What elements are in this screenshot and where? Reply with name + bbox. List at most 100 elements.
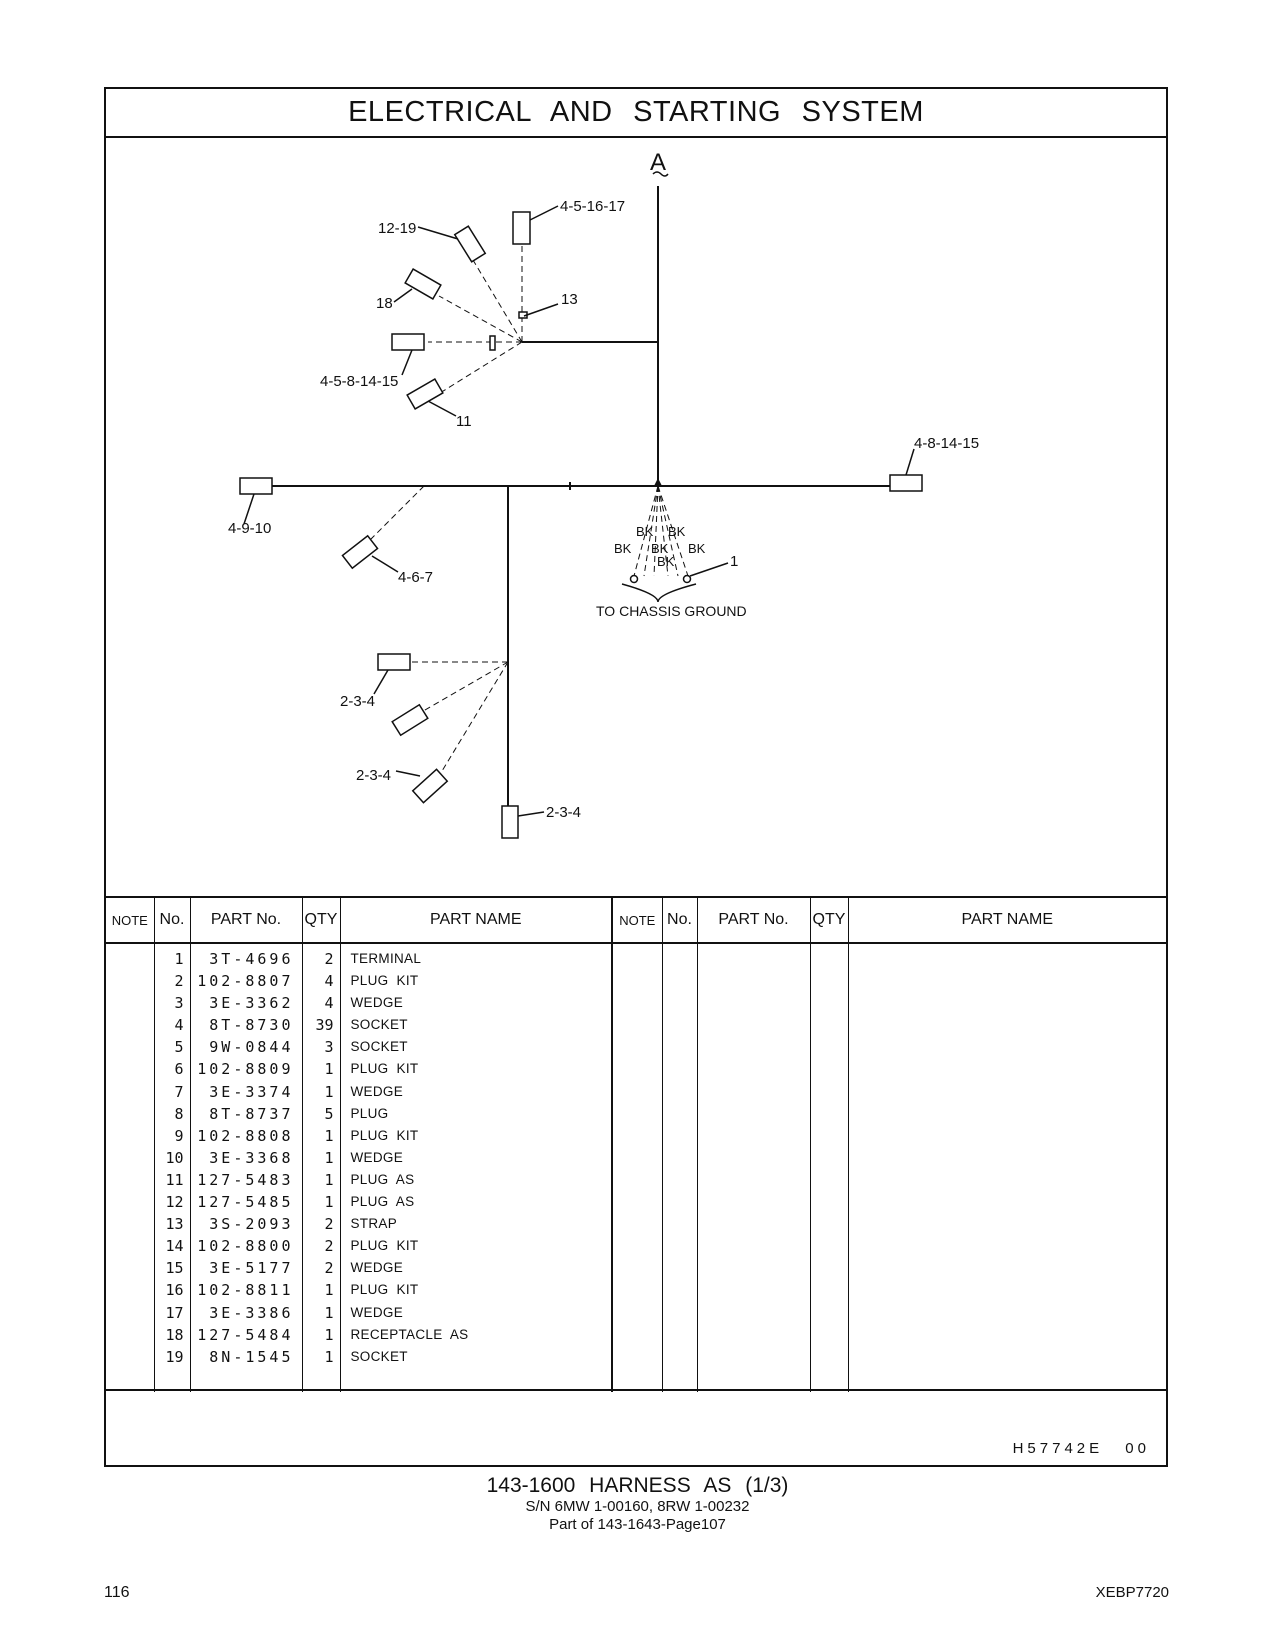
table-cell-name: WEDGE <box>350 1083 404 1099</box>
table-cell-name: SOCKET <box>350 1039 408 1055</box>
view-label: A <box>650 149 666 176</box>
caption-title: 143-1600 HARNESS AS (1/3) <box>486 1474 789 1497</box>
connector <box>391 333 425 351</box>
connector <box>377 653 411 671</box>
table-cell-no: 13 <box>165 1215 184 1234</box>
col-note: NOTE <box>106 896 154 944</box>
callout-4-8-14-15: 4-8-14-15 <box>914 435 979 452</box>
table-cell-no: 4 <box>174 1016 184 1035</box>
callout-4-5-8-14-15: 4-5-8-14-15 <box>320 373 398 390</box>
table-cell-name: PLUG KIT <box>350 1282 419 1298</box>
table-cell-part-no: 102-8809 <box>197 1060 294 1079</box>
connector <box>501 805 519 839</box>
table-cell-name: PLUG AS <box>350 1194 415 1210</box>
table-cell-qty: 2 <box>324 1215 334 1234</box>
table-cell-name: WEDGE <box>350 995 404 1011</box>
connector <box>411 768 449 804</box>
table-cell-qty: 4 <box>324 972 334 991</box>
wire-color-label: BK <box>614 541 632 556</box>
table-cell-name: TERMINAL <box>350 951 422 966</box>
table-cell-name: SOCKET <box>350 1348 408 1364</box>
callout-18: 18 <box>376 295 393 312</box>
table-cell-qty: 1 <box>324 1126 334 1145</box>
table-cell-no: 2 <box>174 972 184 991</box>
no-column-2 <box>663 944 697 1392</box>
table-cell-name: WEDGE <box>350 1304 404 1320</box>
table-cell-no: 7 <box>174 1082 184 1101</box>
page-title: ELECTRICAL AND STARTING SYSTEM <box>106 89 1166 138</box>
table-cell-no: 3 <box>174 994 184 1013</box>
part-name-column: TERMINAL PLUG KIT WEDGE SOCKET SOCKET PLUG KI… <box>341 944 612 1392</box>
callout-13: 13 <box>561 291 578 308</box>
table-cell-qty: 3 <box>324 1038 334 1057</box>
connector <box>453 225 487 263</box>
col-note-2: NOTE <box>611 896 662 944</box>
table-cell-no: 11 <box>165 1170 184 1189</box>
callout-12-19: 12-19 <box>378 220 416 237</box>
table-header-row: NOTE No. PART No. QTY PART NAME NOTE No.… <box>106 896 1166 944</box>
callout-1: 1 <box>730 553 738 570</box>
harness-diagram: A 4-5-16-17 12-19 18 13 4-5-8-14-15 11 4… <box>106 136 1166 896</box>
wire-color-label: BK <box>688 541 706 556</box>
table-cell-no: 15 <box>165 1259 184 1278</box>
col-no: No. <box>153 896 190 944</box>
part-no-column-2 <box>698 944 810 1392</box>
table-cell-part-no: 8T-8730 <box>209 1016 294 1035</box>
table-cell-part-no: 127-5484 <box>197 1325 294 1344</box>
illustration-code: H57742E 00 <box>1012 1440 1150 1457</box>
table-cell-part-no: 8T-8737 <box>209 1104 294 1123</box>
parts-table: NOTE No. PART No. QTY PART NAME NOTE No.… <box>106 896 1166 1392</box>
col-qty-2: QTY <box>809 896 848 944</box>
table-cell-qty: 2 <box>324 1237 334 1256</box>
callout-4-9-10: 4-9-10 <box>228 520 271 537</box>
table-cell-part-no: 102-8808 <box>197 1126 294 1145</box>
table-cell-part-no: 3S-2093 <box>209 1215 294 1234</box>
qty-column-2 <box>811 944 848 1392</box>
table-cell-no: 19 <box>165 1347 184 1366</box>
connector <box>391 703 429 737</box>
connector <box>239 477 273 495</box>
connector <box>489 335 496 351</box>
callout-2-3-4-a: 2-3-4 <box>340 693 375 710</box>
table-cell-no: 5 <box>174 1038 184 1057</box>
callout-4-5-16-17: 4-5-16-17 <box>560 198 625 215</box>
table-cell-part-no: 3E-3362 <box>209 994 294 1013</box>
table-cell-qty: 39 <box>315 1016 334 1035</box>
table-cell-no: 10 <box>165 1148 184 1167</box>
page-number: 116 <box>104 1584 130 1601</box>
caption-serial: S/N 6MW 1-00160, 8RW 1-00232 <box>525 1498 750 1515</box>
connector <box>341 534 379 570</box>
table-cell-part-no: 3E-3374 <box>209 1082 294 1101</box>
table-cell-no: 8 <box>174 1104 184 1123</box>
table-cell-part-no: 9W-0844 <box>209 1038 294 1057</box>
table-cell-name: PLUG KIT <box>350 1238 419 1254</box>
illustration-code-bar: H57742E 00 <box>106 1389 1166 1467</box>
col-part-name-2: PART NAME <box>847 896 1166 944</box>
table-cell-qty: 1 <box>324 1060 334 1079</box>
table-cell-name: PLUG <box>350 1105 389 1121</box>
table-cell-qty: 1 <box>324 1281 334 1300</box>
callout-4-6-7: 4-6-7 <box>398 569 433 586</box>
table-cell-part-no: 3E-3368 <box>209 1148 294 1167</box>
col-part-no-2: PART No. <box>696 896 810 944</box>
table-cell-no: 1 <box>174 950 184 968</box>
wire-color-label: BK <box>651 541 669 556</box>
table-cell-name: RECEPTACLE AS <box>350 1326 469 1342</box>
note-column-2 <box>613 944 662 1392</box>
col-part-no: PART No. <box>189 896 302 944</box>
table-cell-no: 6 <box>174 1060 184 1079</box>
table-cell-no: 16 <box>165 1281 184 1300</box>
note-column <box>106 944 154 1392</box>
table-cell-part-no: 8N-1545 <box>209 1347 294 1366</box>
table-cell-no: 14 <box>165 1237 184 1256</box>
table-cell-name: PLUG AS <box>350 1171 415 1187</box>
table-cell-name: WEDGE <box>350 1260 404 1276</box>
table-cell-part-no: 102-8800 <box>197 1237 294 1256</box>
col-qty: QTY <box>301 896 340 944</box>
table-cell-no: 12 <box>165 1193 184 1212</box>
table-cell-part-no: 127-5483 <box>197 1170 294 1189</box>
part-name-column-2 <box>849 944 1167 1392</box>
